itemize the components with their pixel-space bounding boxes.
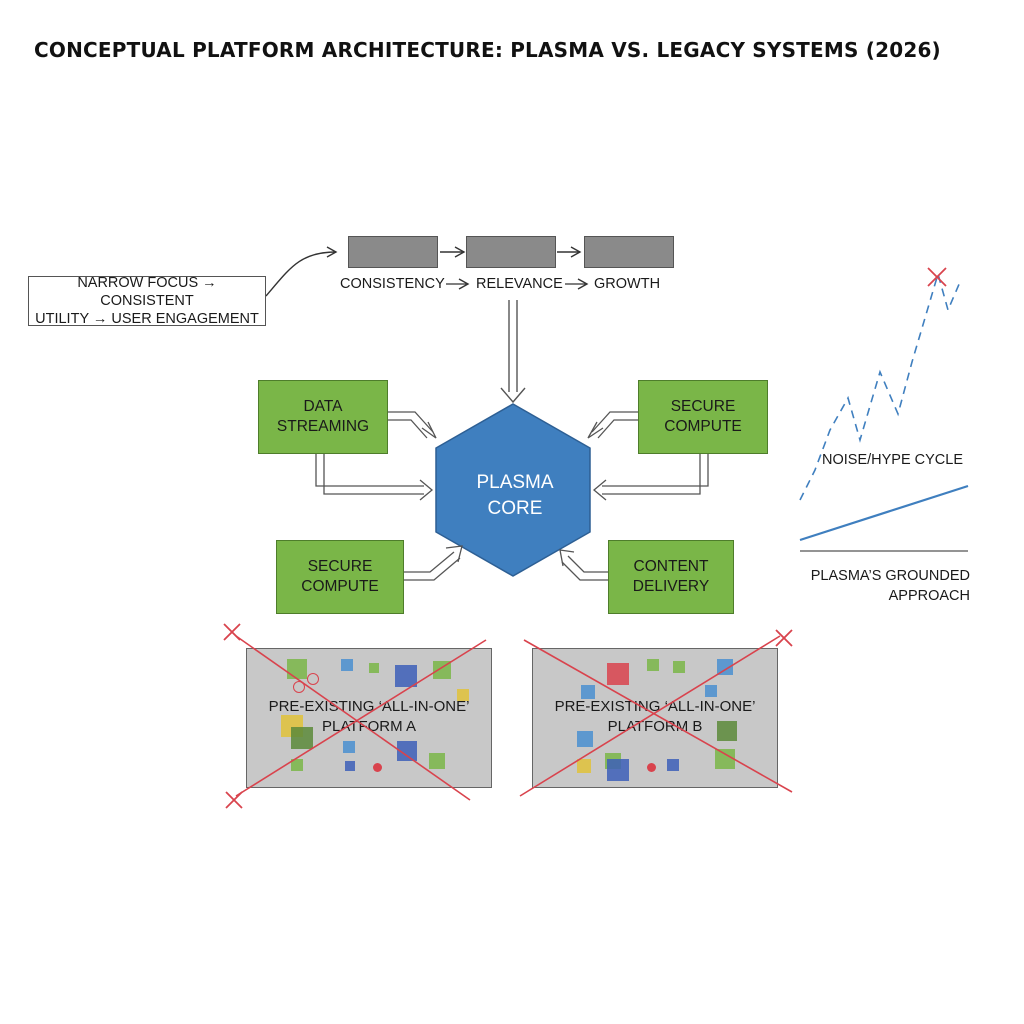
note-curve-arrow (265, 246, 338, 297)
legacy-a-line1: PRE-EXISTING ‘ALL-IN-ONE’ (268, 698, 470, 715)
mosaic-tile (667, 759, 679, 771)
mosaic-tile (345, 761, 355, 771)
note-line-1: NARROW FOCUS → CONSISTENT (77, 275, 217, 309)
mosaic-tile (343, 741, 355, 753)
flow-block-growth (584, 236, 674, 268)
mosaic-tile (607, 663, 629, 685)
module-content-delivery-line2: DELIVERY (632, 578, 710, 595)
plasma-core-label: PLASMA CORE (440, 470, 590, 522)
legacy-a-line2: PLATFORM A (322, 718, 416, 735)
module-secure-compute-right-line1: SECURE (670, 398, 736, 415)
core-line-2: CORE (487, 498, 543, 519)
flow-to-core-arrow (500, 300, 526, 404)
flow-label-growth: GROWTH (594, 276, 661, 292)
module-data-streaming: DATA STREAMING (258, 380, 388, 454)
mosaic-tile (395, 665, 417, 687)
module-secure-compute-right: SECURE COMPUTE (638, 380, 768, 454)
mosaic-dot (647, 763, 656, 772)
plasma-core-hexagon (435, 403, 591, 577)
module-data-streaming-line1: DATA (303, 398, 343, 415)
hype-cross-icon (927, 267, 947, 287)
noise-hype-label: NOISE/HYPE CYCLE (822, 452, 964, 468)
module-secure-compute-left-line2: COMPUTE (301, 578, 379, 595)
mosaic-tile (287, 659, 307, 679)
grounded-approach-line (799, 484, 969, 542)
module-content-delivery-line1: CONTENT (633, 558, 709, 575)
module-connectors (315, 411, 709, 581)
legacy-platform-b: PRE-EXISTING ‘ALL-IN-ONE’ PLATFORM B (532, 648, 778, 788)
note-line-2: UTILITY → USER ENGAGEMENT (35, 311, 259, 327)
mosaic-dot (293, 681, 305, 693)
flow-label-relevance: RELEVANCE (476, 276, 563, 292)
mosaic-tile (341, 659, 353, 671)
mosaic-tile (577, 759, 591, 773)
grounded-approach-label: PLASMA’S GROUNDED APPROACH (808, 566, 970, 606)
grounded-line-1: PLASMA’S GROUNDED (810, 568, 970, 584)
mosaic-tile (397, 741, 417, 761)
core-line-1: PLASMA (476, 472, 554, 493)
legacy-b-line2: PLATFORM B (607, 718, 703, 735)
module-secure-compute-right-line2: COMPUTE (664, 418, 742, 435)
flow-label-consistency: CONSISTENCY (340, 276, 445, 292)
flow-block-consistency (348, 236, 438, 268)
mosaic-tile (369, 663, 379, 673)
module-data-streaming-line2: STREAMING (276, 418, 370, 435)
narrow-focus-note: NARROW FOCUS → CONSISTENT UTILITY → USER… (28, 275, 266, 327)
mosaic-dot (373, 763, 382, 772)
grounded-line-2: APPROACH (888, 588, 970, 604)
legacy-platform-a-label: PRE-EXISTING ‘ALL-IN-ONE’ PLATFORM A (247, 697, 491, 737)
mosaic-tile (717, 659, 733, 675)
diagram-title: CONCEPTUAL PLATFORM ARCHITECTURE: PLASMA… (34, 38, 941, 62)
module-secure-compute-left: SECURE COMPUTE (276, 540, 404, 614)
legacy-b-line1: PRE-EXISTING ‘ALL-IN-ONE’ (554, 698, 756, 715)
noise-hype-line (799, 271, 961, 501)
mosaic-dot (307, 673, 319, 685)
mosaic-tile (429, 753, 445, 769)
module-secure-compute-left-line1: SECURE (307, 558, 373, 575)
mosaic-tile (647, 659, 659, 671)
mosaic-tile (705, 685, 717, 697)
mosaic-tile (607, 759, 629, 781)
mosaic-tile (715, 749, 735, 769)
flow-block-relevance (466, 236, 556, 268)
module-content-delivery: CONTENT DELIVERY (608, 540, 734, 614)
mosaic-tile (433, 661, 451, 679)
mosaic-tile (673, 661, 685, 673)
mosaic-tile (291, 759, 303, 771)
legacy-platform-a: PRE-EXISTING ‘ALL-IN-ONE’ PLATFORM A (246, 648, 492, 788)
legacy-platform-b-label: PRE-EXISTING ‘ALL-IN-ONE’ PLATFORM B (533, 697, 777, 737)
